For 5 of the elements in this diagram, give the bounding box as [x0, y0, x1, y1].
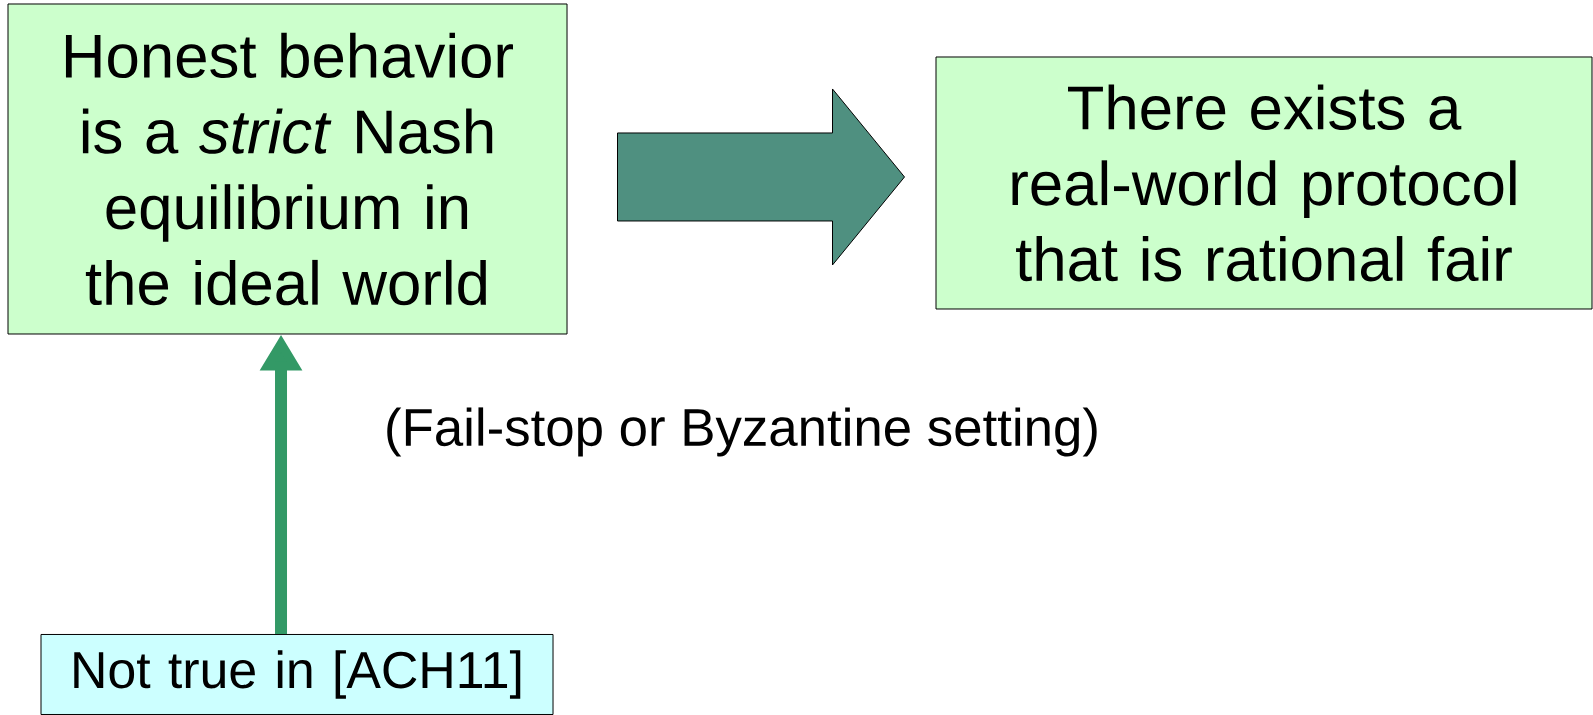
- text-box: There exists a real-world protocol that is rational fair: [935, 56, 1593, 310]
- note-text: (Fail-stop or Byzantine setting): [387, 407, 1097, 457]
- text-box: Not true in [ACH11]: [40, 634, 554, 715]
- text-box: Honest behavior is a strict Nash equilibrium in the ideal world: [7, 3, 568, 335]
- block-arrow: [617, 88, 905, 266]
